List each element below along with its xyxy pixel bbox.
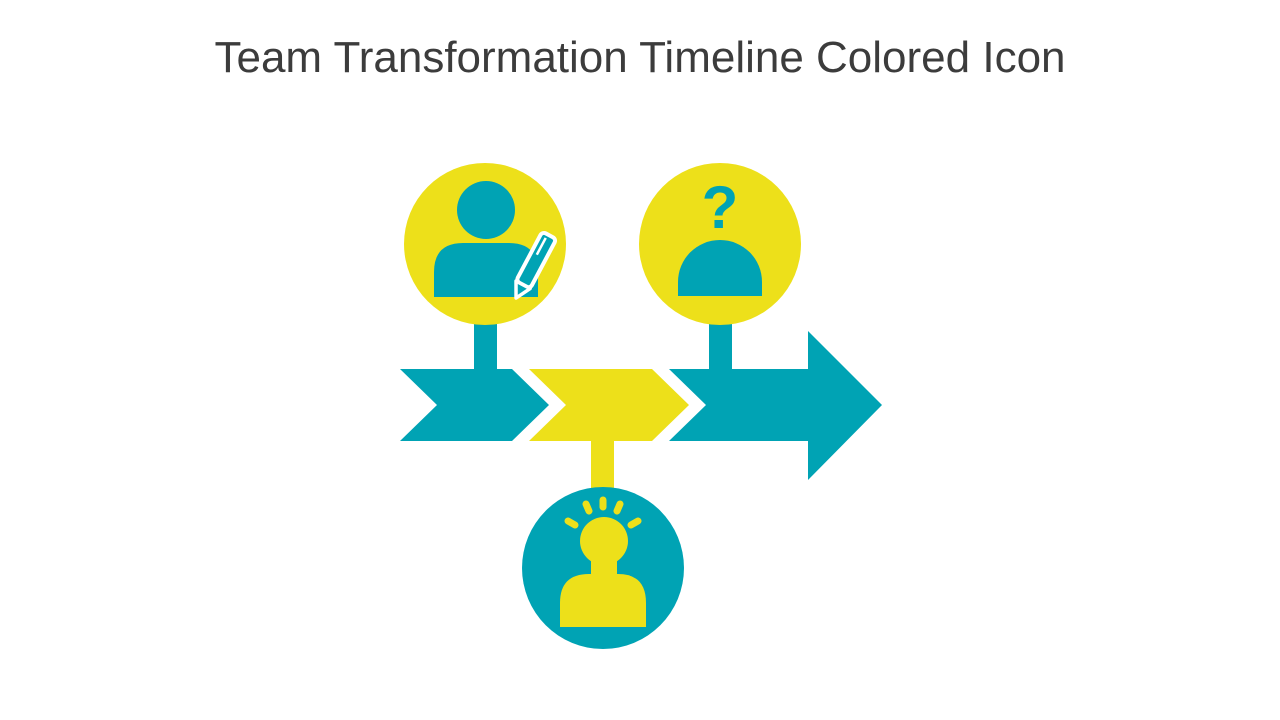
question-mark-icon: ? [702,174,739,241]
node-second [522,487,684,649]
person-with-lightbulb-icon [560,496,646,627]
person-torso [560,574,646,627]
person-dome [678,240,762,296]
lightbulb-head [580,517,628,565]
person-with-question-mark-icon: ? [678,174,762,296]
connector-stem-second [591,436,614,494]
person-shoulders [434,243,538,297]
arrow-head-final [669,331,882,480]
lightbulb-rays [564,496,642,529]
connector-stem-first [474,320,497,376]
node-third: ? [639,163,801,325]
arrow-chevron-second [529,369,689,441]
person-with-pen-icon [434,181,558,300]
arrow-chevron-first [400,369,549,441]
lightbulb-neck [591,558,617,576]
node-first [404,163,566,325]
connector-stem-third [709,320,732,376]
person-head [457,181,515,239]
slide-title: Team Transformation Timeline Colored Ico… [214,33,1066,82]
pen-icon [514,230,558,300]
